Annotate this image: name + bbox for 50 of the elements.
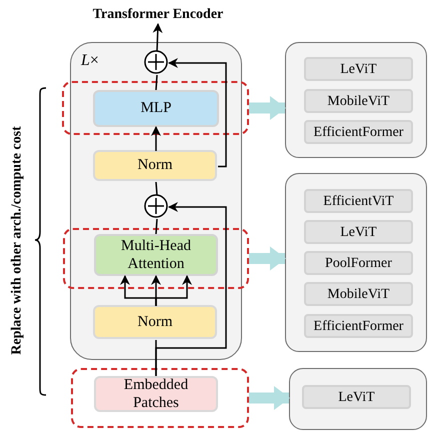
- arrow: [151, 126, 161, 151]
- dashed-region: [62, 81, 249, 135]
- arrow: [168, 58, 227, 168]
- norm-block: [93, 150, 217, 181]
- block-label: Transformer Encoder: [92, 6, 224, 24]
- model-option: [304, 189, 413, 213]
- block-label: EfficientFormer: [314, 318, 404, 336]
- dashed-region: [71, 368, 249, 428]
- block-label: MobileViT: [327, 286, 390, 304]
- model-group-panel: [285, 173, 427, 352]
- model-option: [304, 220, 413, 244]
- block-label: Embedded Patches: [122, 376, 190, 412]
- connector-line: [155, 218, 158, 234]
- block-label: Norm: [138, 312, 172, 332]
- model-group-panel: [289, 368, 427, 430]
- model-option: [304, 282, 413, 306]
- model-option: [304, 314, 413, 338]
- block-label: LeViT: [338, 388, 375, 406]
- repeat-label: L×: [81, 51, 99, 71]
- sum-circle: [144, 194, 168, 218]
- block-label: LeViT: [340, 60, 377, 78]
- arrow: [155, 275, 192, 306]
- model-option: [304, 251, 413, 275]
- block-label: MobileViT: [327, 92, 390, 110]
- connector-line: [155, 182, 158, 196]
- arrow: [152, 23, 163, 52]
- mlp-block: [93, 90, 219, 127]
- side-label: Replace with other arch./compute cost: [8, 125, 26, 357]
- block-label: EfficientViT: [323, 192, 394, 210]
- thick-arrow: [249, 246, 286, 270]
- model-option: [304, 120, 413, 144]
- block-label: Multi-Head Attention: [120, 237, 192, 273]
- block-label: PoolFormer: [325, 254, 392, 272]
- thick-arrow: [249, 96, 286, 120]
- model-group-panel: [285, 42, 427, 158]
- attention-block: [94, 234, 218, 276]
- arrow: [155, 202, 227, 376]
- block-label: EfficientFormer: [314, 124, 404, 142]
- model-option: [304, 89, 413, 113]
- sum-circle: [144, 50, 168, 74]
- block-label: LeViT: [340, 224, 377, 242]
- norm-block: [93, 305, 217, 339]
- embedding-block: [94, 376, 218, 412]
- connector-line: [155, 74, 158, 90]
- thick-arrow: [249, 386, 290, 410]
- dashed-region: [63, 228, 249, 289]
- block-label: MLP: [140, 99, 172, 118]
- model-option: [302, 385, 411, 409]
- model-option: [304, 57, 413, 81]
- block-label: Norm: [138, 156, 172, 176]
